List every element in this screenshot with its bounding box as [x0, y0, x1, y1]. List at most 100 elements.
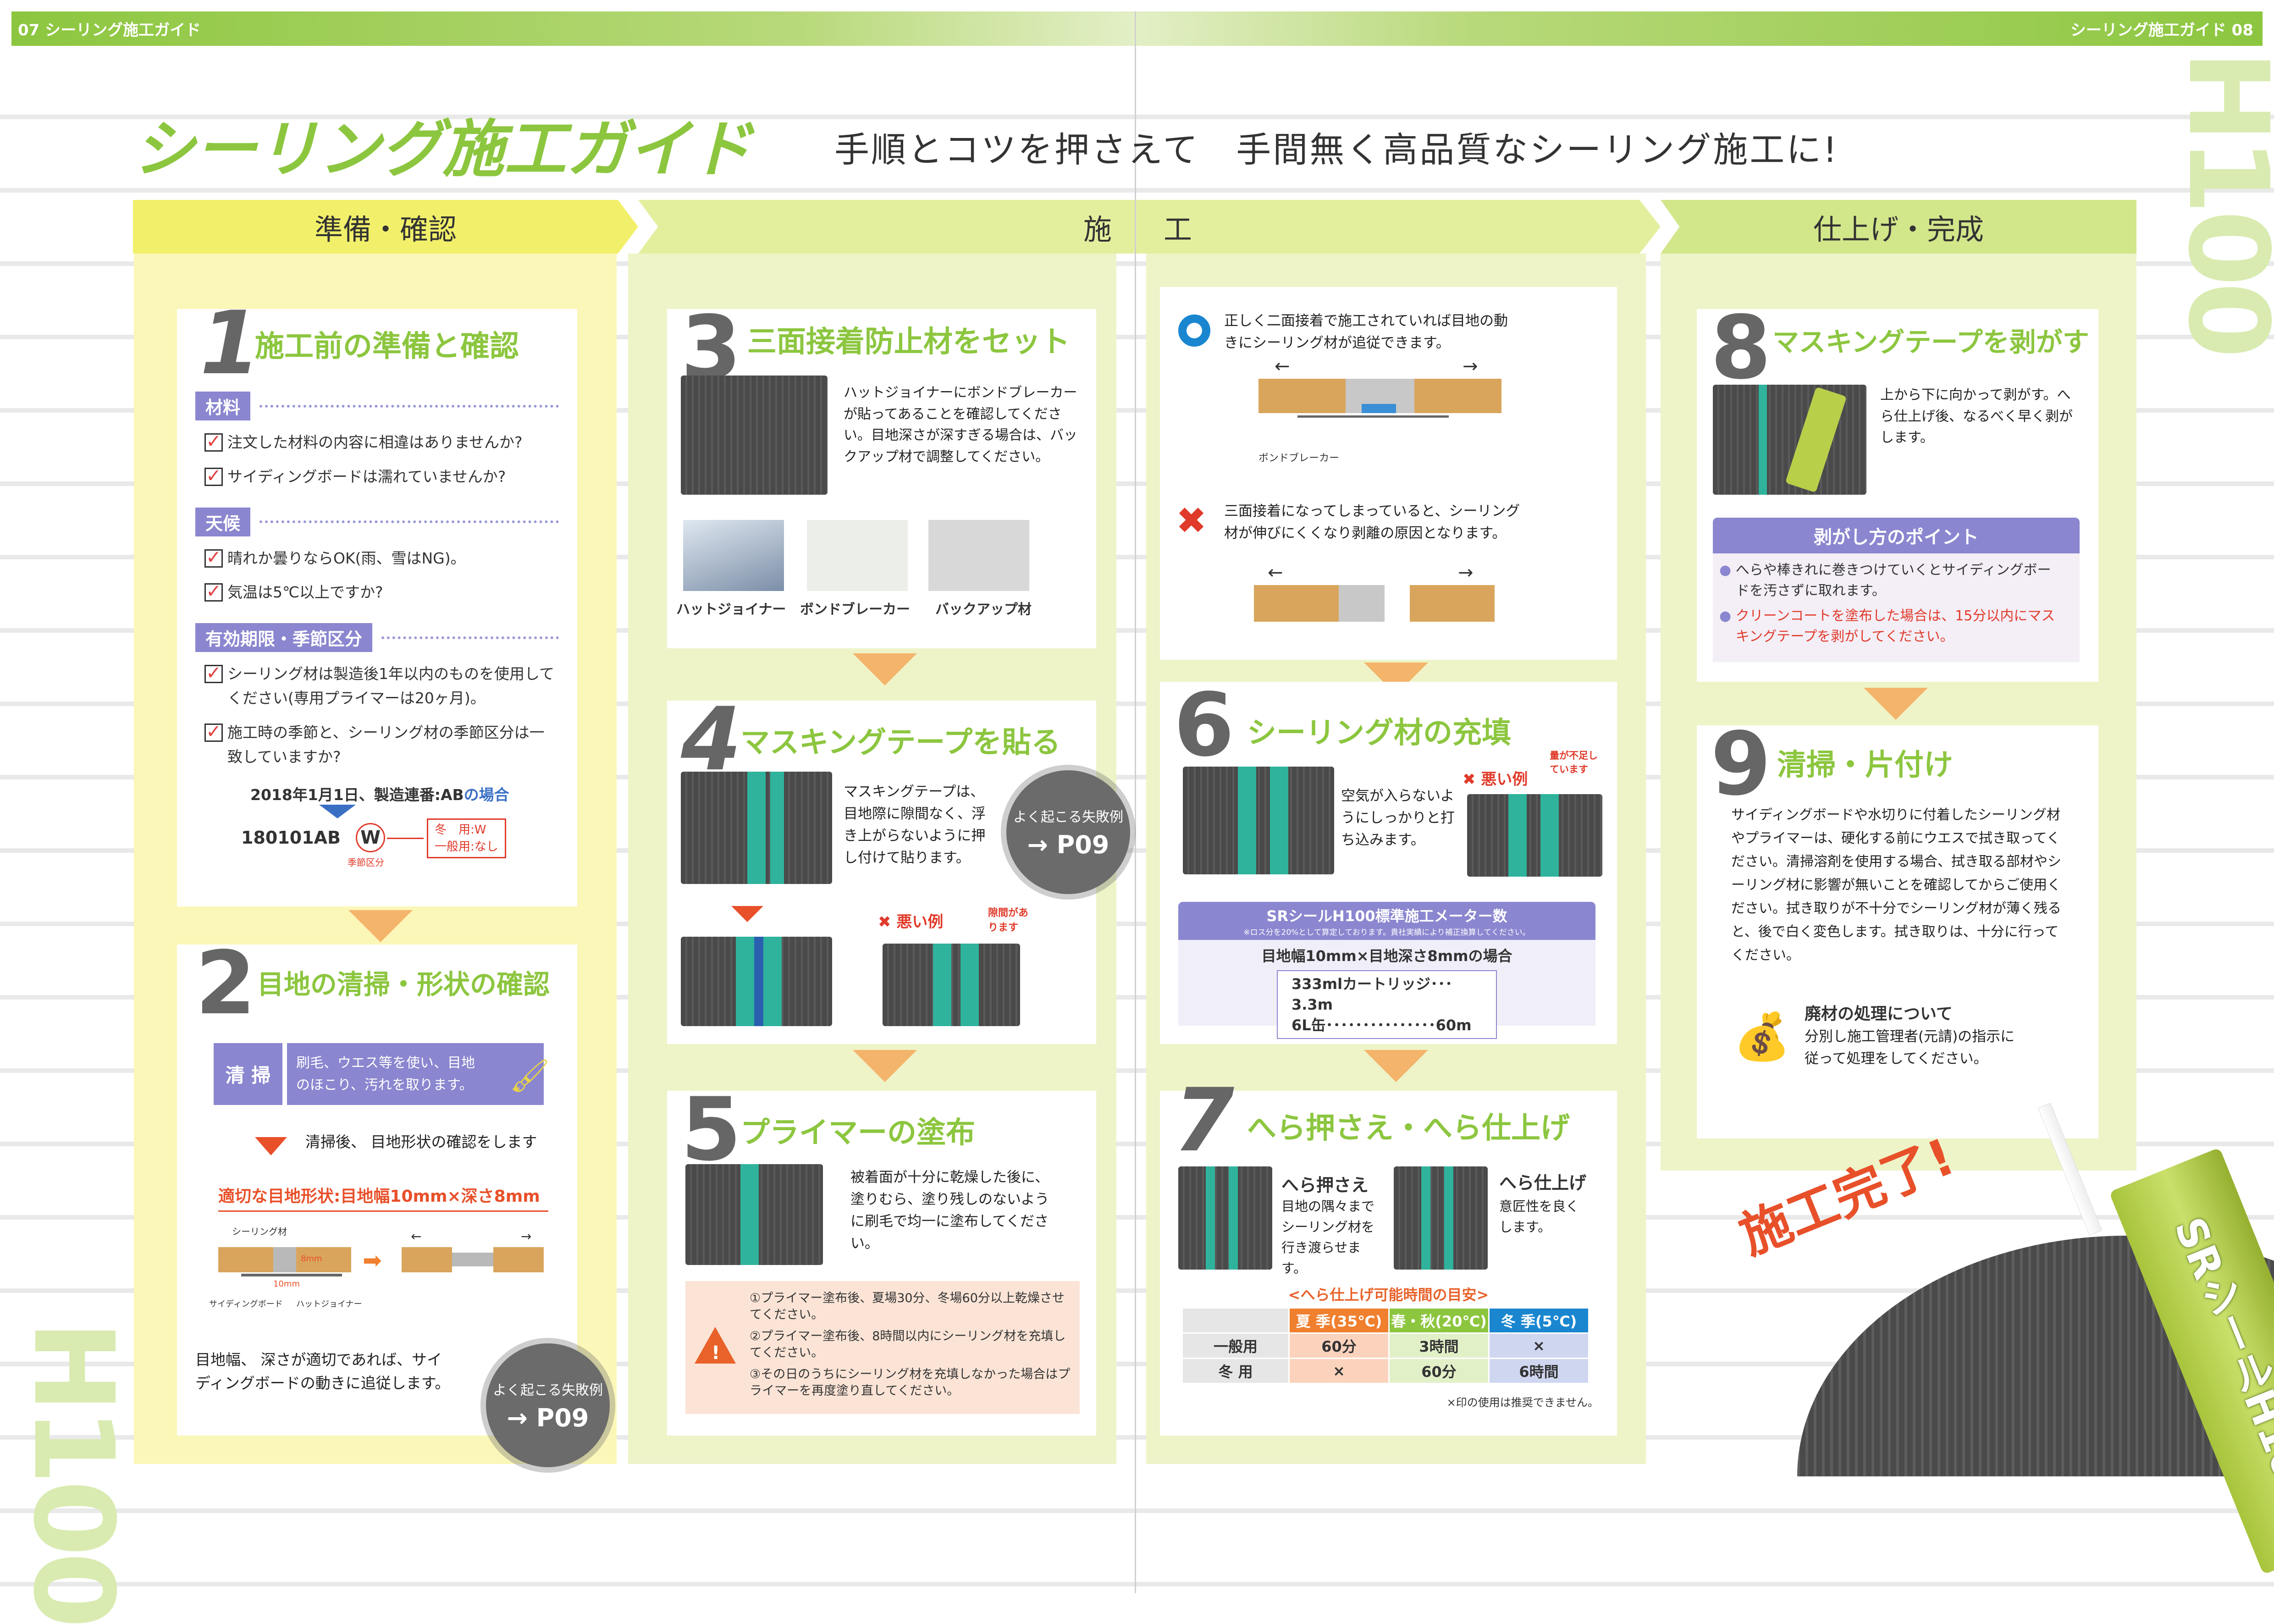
phase-finish: 仕上げ・完成 — [1661, 200, 2136, 254]
checklist-item: ✓シーリング材は製造後1年以内のものを使用してください(専用プライマーは20ヶ月… — [204, 662, 559, 711]
section-label: 有効期限・季節区分 — [195, 623, 373, 652]
flow-arrow-icon — [853, 653, 917, 685]
failure-example-link[interactable]: よく起こる失敗例→ P09 — [486, 1343, 610, 1467]
arrow-down-icon — [255, 1137, 287, 1155]
table-cell: 6時間 — [1490, 1359, 1588, 1383]
page-subtitle: 手順とコツを押さえて 手間無く高品質なシーリング施工に! — [834, 129, 1839, 170]
garbage-bag-icon: 💰 — [1733, 1010, 1791, 1063]
row-header: 一般用 — [1183, 1334, 1288, 1358]
checklist-item: ✓晴れか曇りならOK(雨、雪はNG)。 — [204, 547, 559, 571]
finish-title: へら仕上げ — [1499, 1173, 1587, 1193]
bad-example-label: ✖ 悪い例 — [878, 913, 944, 931]
meter-row: 333mlカートリッジ･･･3.3m — [1292, 975, 1453, 1013]
proper-shape: 適切な目地形状:目地幅10mm×深さ8mm — [218, 1183, 548, 1212]
header-left: 07 シーリング施工ガイド — [11, 11, 1135, 46]
step-number: 4 — [681, 689, 742, 790]
press-text: 目地の隅々までシーリング材を行き渡らせます。 — [1281, 1199, 1375, 1276]
step5-panel: 5 プライマーの塗布 被着面が十分に乾燥した後に、塗りむら、塗り残しのないように… — [667, 1086, 1096, 1436]
checklist-item: ✓気温は5℃以上ですか? — [204, 580, 559, 605]
step-number: 8 — [1711, 297, 1772, 398]
waste-title: 廃材の処理について — [1805, 1005, 1953, 1023]
checkbox-icon: ✓ — [204, 582, 223, 602]
bond-breaker-label: ボンドブレーカー — [1258, 453, 1340, 464]
checklist-item: ✓施工時の季節と、シーリング材の季節区分は一致していますか? — [204, 721, 559, 769]
step2-panel: 2 目地の清掃・形状の確認 清 掃 刷毛、ウエス等を使い、目地のほこり、汚れを取… — [177, 940, 577, 1436]
step-title: シーリング材の充填 — [1247, 716, 1511, 750]
warning-item: ③その日のうちにシーリング材を充填しなかった場合はプライマーを再度塗り直してくだ… — [750, 1367, 1071, 1398]
checkbox-icon: ✓ — [204, 432, 223, 452]
column-header: 春・秋(20℃) — [1390, 1309, 1488, 1332]
step9-panel: 9 清掃・片付け サイディングボードや水切りに付着したシーリング材やプライマーは… — [1697, 721, 2098, 1138]
point-item-warning: ● クリーンコートを塗布した場合は、15分以内にマスキングテープを剥がしてくださ… — [1719, 608, 2055, 645]
table-cell: 60分 — [1390, 1359, 1488, 1383]
table-note: ×印の使用は推奨できません。 — [1446, 1396, 1599, 1409]
wrong-icon: ✖ — [1176, 499, 1207, 542]
step4-text: マスキングテープは、目地際に隙間なく、浮き上がらないように押し付けて貼ります。 — [844, 784, 986, 867]
step5-text: 被着面が十分に乾燥した後に、塗りむら、塗り残しのないように刷毛で均一に塗布してく… — [850, 1169, 1049, 1252]
finish-text: 意匠性を良くします。 — [1499, 1199, 1579, 1235]
section-label: 天候 — [195, 507, 251, 536]
season-general: 一般用:なし — [435, 840, 498, 854]
step-number: 6 — [1174, 674, 1235, 776]
step8-photo — [1713, 385, 1866, 495]
header-right: シーリング施工ガイド 08 — [1135, 11, 2263, 46]
point-item: ● へらや棒きれに巻きつけていくとサイディングボードを汚さずに取れます。 — [1719, 562, 2051, 599]
step3-panel: 3 三面接着防止材をセット ハットジョイナーにボンドブレーカーが貼ってあることを… — [667, 304, 1096, 648]
step5-photo — [685, 1164, 823, 1265]
arrow-left-icon: ← — [1275, 356, 1290, 377]
warning-item: ②プライマー塗布後、8時間以内にシーリング材を充填してください。 — [750, 1329, 1066, 1360]
joint-diagram: シーリング材 8mm 10mm サイディングボード ハットジョイナー ➡ ← → — [209, 1224, 548, 1330]
arrow-right-icon: → — [1463, 356, 1478, 377]
lot-code: 180101AB — [241, 828, 341, 848]
season-code: W — [356, 823, 385, 853]
failure-example-link[interactable]: よく起こる失敗例→ P09 — [1006, 770, 1130, 894]
bad-tape-photo — [883, 944, 1020, 1026]
phase-prepare: 準備・確認 — [133, 200, 638, 254]
table-cell: 3時間 — [1390, 1334, 1488, 1358]
example-suffix: の場合 — [464, 786, 509, 804]
phase-construction-a: 施 — [638, 200, 1135, 254]
finish-photo — [1394, 1166, 1488, 1270]
step-title: 施工前の準備と確認 — [255, 330, 519, 364]
peel-points-box: 剥がし方のポイント ● へらや棒きれに巻きつけていくとサイディングボードを汚さず… — [1713, 518, 2080, 662]
adhesion-diagram-panel: 正しく二面接着で施工されていれば目地の動きにシーリング材が追従できます。 ← →… — [1160, 287, 1617, 660]
meter-note: ※ロス分を20%として算定しております。貴社実績により補正換算してください。 — [1243, 928, 1530, 937]
hat-joiner-image — [683, 520, 784, 591]
item-label: バックアップ材 — [935, 602, 1032, 618]
meter-title: SRシールH100標準施工メーター数 — [1266, 907, 1507, 925]
meter-case: 目地幅10mm×目地深さ8mmの場合 — [1261, 947, 1512, 965]
step-number: 5 — [681, 1079, 742, 1180]
correct-icon — [1178, 315, 1210, 347]
step-title: マスキングテープを剥がす — [1772, 326, 2089, 358]
label-sealant: シーリング材 — [232, 1226, 287, 1237]
press-title: へら押さえ — [1281, 1175, 1369, 1195]
step6-panel: 6 シーリング材の充填 空気が入らないようにしっかりと打ち込みます。 ✖ 悪い例… — [1160, 682, 1617, 1044]
arrow-down-icon — [731, 906, 763, 922]
step3-text: ハットジョイナーにボンドブレーカーが貼ってあることを確認してください。目地深さが… — [844, 385, 1077, 465]
flow-arrow-icon — [853, 1050, 917, 1082]
arrow-right-icon: ➡ — [363, 1247, 382, 1274]
table-cell: × — [1490, 1334, 1588, 1358]
section-label: 材料 — [195, 392, 251, 420]
step-title: プライマーの塗布 — [740, 1116, 975, 1150]
good-tape-photo — [681, 937, 832, 1026]
step1-panel: 1 施工前の準備と確認 材料 ✓注文した材料の内容に相違はありませんか? ✓サイ… — [177, 300, 577, 906]
step8-text: 上から下に向かって剥がす。へら仕上げ後、なるべく早く剥がします。 — [1880, 387, 2073, 446]
step-title: 三面接着防止材をセット — [747, 325, 1070, 359]
page-fold — [1135, 11, 1136, 1593]
step2-text: 目地幅、 深さが適切であれば、サイディングボードの動きに追従します。 — [195, 1351, 450, 1392]
checkbox-icon: ✓ — [204, 664, 223, 684]
brush-icon: 🖌 — [509, 1057, 550, 1094]
step6-text: 空気が入らないようにしっかりと打ち込みます。 — [1341, 788, 1455, 849]
meter-box: SRシールH100標準施工メーター数 ※ロス分を20%として算定しております。貴… — [1178, 902, 1595, 1039]
arrow-left-icon: ← — [1268, 562, 1283, 583]
bad-text: 三面接着になってしまっていると、シーリング材が伸びにくくなり剥離の原因となります… — [1224, 503, 1520, 542]
warning-icon — [695, 1327, 736, 1364]
step-number: 1 — [200, 293, 261, 394]
step6-photo — [1183, 767, 1334, 874]
checkbox-icon: ✓ — [204, 723, 223, 742]
checklist-item: ✓サイディングボードは濡れていませんか? — [204, 465, 559, 489]
waste-text: 分別し施工管理者(元請)の指示に従って処理をしてください。 — [1805, 1028, 2015, 1067]
point-title: 剥がし方のポイント — [1713, 518, 2080, 553]
label-width: 10mm — [273, 1279, 300, 1289]
